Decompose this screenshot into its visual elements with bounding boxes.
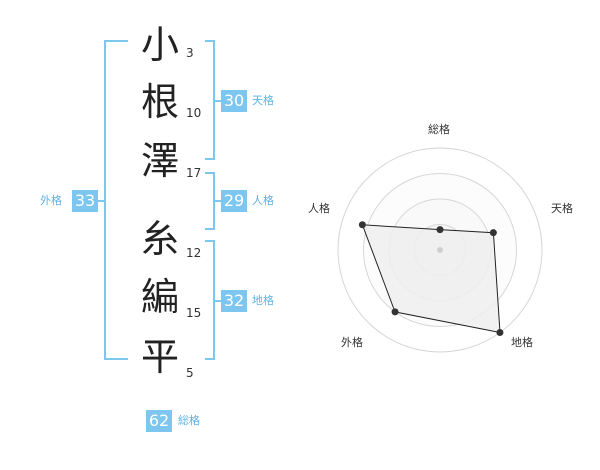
stroke-count-3: 17 <box>186 166 202 180</box>
soukaku-value-badge: 62 <box>146 410 172 432</box>
name-char-2: 根 <box>140 80 179 124</box>
chikaku-connector <box>213 300 223 302</box>
radar-data-polygon <box>361 224 501 334</box>
radar-label-chikaku: 地格 <box>511 336 533 349</box>
tenkaku-connector <box>213 100 223 102</box>
radar-label-jinkaku: 人格 <box>308 202 330 215</box>
name-char-1: 小 <box>140 23 179 67</box>
name-char-5: 編 <box>140 275 179 319</box>
jinkaku-label: 人格 <box>252 194 274 207</box>
gaikaku-label: 外格 <box>40 194 62 207</box>
gaikaku-value-badge: 33 <box>72 190 98 212</box>
radar-point-4 <box>391 308 399 316</box>
radar-point-2 <box>489 229 497 237</box>
name-char-6: 平 <box>140 335 179 379</box>
stroke-count-5: 15 <box>186 306 202 320</box>
radar-label-tenkaku: 天格 <box>551 202 573 215</box>
name-char-3: 澤 <box>140 139 179 183</box>
radar-point-5 <box>358 221 366 229</box>
jinkaku-value-badge: 29 <box>221 190 247 212</box>
chikaku-value-badge: 32 <box>221 290 247 312</box>
tenkaku-value-badge: 30 <box>221 90 247 112</box>
tenkaku-label: 天格 <box>252 94 274 107</box>
radar-point-3 <box>496 329 504 337</box>
stroke-count-2: 10 <box>186 106 202 120</box>
soukaku-label: 総格 <box>178 414 200 427</box>
radar-center-dot <box>437 247 443 253</box>
stroke-count-6: 5 <box>186 366 194 380</box>
radar-label-soukaku: 総格 <box>428 123 450 136</box>
stroke-count-1: 3 <box>186 46 194 60</box>
radar-label-gaikaku: 外格 <box>341 336 363 349</box>
chikaku-label: 地格 <box>252 294 274 307</box>
radar-point-1 <box>436 226 444 234</box>
name-char-4: 糸 <box>140 217 179 261</box>
jinkaku-connector <box>213 200 223 202</box>
gaikaku-connector <box>96 200 106 202</box>
stroke-count-4: 12 <box>186 246 202 260</box>
